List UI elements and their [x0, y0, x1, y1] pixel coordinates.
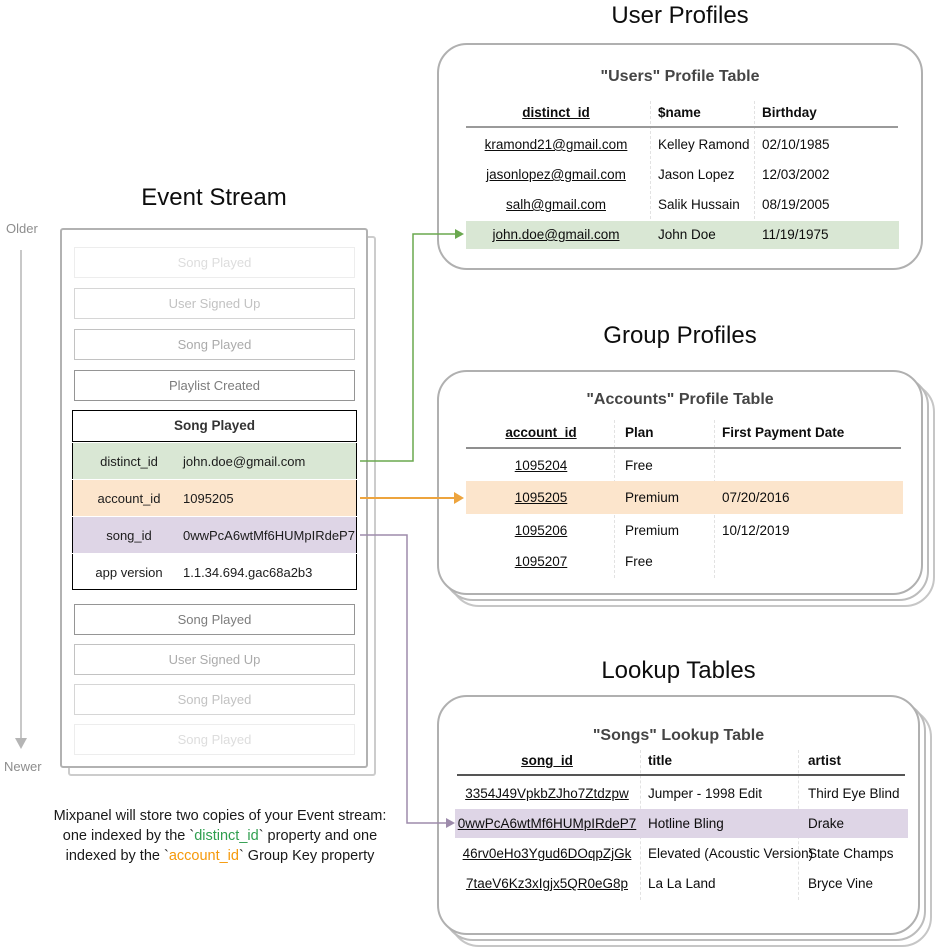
- event-box: Song Played: [74, 604, 355, 635]
- property-value: 1.1.34.694.gac68a2b3: [183, 565, 313, 580]
- table-cell: John Doe: [658, 227, 716, 242]
- column-separator: [754, 101, 755, 249]
- accounts-col-account-id: account_id: [505, 425, 577, 440]
- accounts-col-first-payment-date: First Payment Date: [722, 425, 845, 440]
- table-cell: 1095204: [514, 458, 568, 473]
- songs-col-song-id: song_id: [521, 753, 573, 768]
- property-key: song_id: [106, 528, 152, 543]
- table-cell: john.doe@gmail.com: [492, 227, 620, 242]
- distinct-id-highlight: distinct_id: [194, 828, 259, 844]
- account-id-highlight: account_id: [168, 848, 239, 864]
- footnote-line1: Mixpanel will store two copies of your E…: [53, 808, 387, 824]
- table-cell: Jumper - 1998 Edit: [648, 786, 763, 801]
- users-highlighted-row: [466, 221, 899, 249]
- table-cell: La La Land: [648, 876, 716, 891]
- table-cell: 46rv0eHo3Ygud6DOqpZjGk: [462, 846, 632, 861]
- event-box: Song Played: [74, 329, 355, 360]
- property-value: 0wwPcA6wtMf6HUMpIRdeP7: [183, 528, 355, 543]
- table-cell: jasonlopez@gmail.com: [486, 167, 626, 182]
- table-cell: Salik Hussain: [658, 197, 740, 212]
- table-cell: Free: [625, 554, 653, 569]
- songs-col-title: title: [648, 753, 673, 768]
- songs-highlighted-row: [455, 809, 908, 838]
- event-box: Song Played: [74, 247, 355, 278]
- group-profiles-title: Group Profiles: [603, 322, 757, 349]
- users-header-rule: [466, 126, 898, 128]
- property-value: john.doe@gmail.com: [183, 454, 306, 469]
- table-cell: 0wwPcA6wtMf6HUMpIRdeP7: [457, 816, 637, 831]
- accounts-header-rule: [466, 447, 901, 449]
- table-cell: Drake: [808, 816, 845, 831]
- newer-label: Newer: [4, 759, 42, 774]
- songs-header-rule: [457, 774, 905, 776]
- table-cell: 11/19/1975: [762, 227, 829, 242]
- table-cell: Hotline Bling: [648, 816, 724, 831]
- table-cell: Third Eye Blind: [808, 786, 900, 801]
- accounts-col-plan: Plan: [625, 425, 654, 440]
- property-key: app version: [95, 565, 163, 580]
- event-property-row-song-id: song_id 0wwPcA6wtMf6HUMpIRdeP7: [72, 517, 357, 553]
- table-cell: State Champs: [808, 846, 894, 861]
- column-separator: [650, 101, 651, 249]
- table-cell: 1095206: [514, 523, 568, 538]
- event-property-row-account-id: account_id 1095205: [72, 480, 357, 516]
- table-cell: 1095207: [514, 554, 568, 569]
- property-key: distinct_id: [100, 454, 158, 469]
- songs-col-artist: artist: [808, 753, 842, 768]
- users-col-name: $name: [658, 105, 701, 120]
- event-property-row-app-version: app version 1.1.34.694.gac68a2b3: [72, 554, 357, 590]
- table-cell: 7taeV6Kz3xIgjx5QR0eG8p: [465, 876, 629, 891]
- event-box: Playlist Created: [74, 370, 355, 401]
- event-box: Song Played: [74, 684, 355, 715]
- event-box: User Signed Up: [74, 288, 355, 319]
- table-cell: Bryce Vine: [808, 876, 874, 891]
- table-cell: 1095205: [514, 490, 568, 505]
- event-property-row-distinct-id: distinct_id john.doe@gmail.com: [72, 443, 357, 479]
- older-label: Older: [6, 221, 38, 236]
- table-cell: Premium: [625, 523, 680, 538]
- table-cell: kramond21@gmail.com: [484, 137, 628, 152]
- table-cell: Jason Lopez: [658, 167, 735, 182]
- event-stream-title: Event Stream: [141, 184, 287, 211]
- accounts-highlighted-row: [466, 481, 903, 514]
- footnote: Mixpanel will store two copies of your E…: [53, 808, 387, 864]
- users-col-birthday: Birthday: [762, 105, 817, 120]
- table-cell: 3354J49VpkbZJho7Ztdzpw: [465, 786, 629, 801]
- event-box: User Signed Up: [74, 644, 355, 675]
- lookup-tables-title: Lookup Tables: [601, 657, 756, 684]
- table-cell: Free: [625, 458, 653, 473]
- timeline-down-arrow-icon: [15, 250, 27, 749]
- table-cell: 10/12/2019: [722, 523, 790, 538]
- accounts-table-title: "Accounts" Profile Table: [586, 391, 774, 408]
- property-key: account_id: [97, 491, 161, 506]
- table-cell: 08/19/2005: [762, 197, 830, 212]
- table-cell: 02/10/1985: [762, 137, 830, 152]
- table-cell: Kelley Ramond: [658, 137, 750, 152]
- table-cell: Elevated (Acoustic Version): [648, 846, 814, 861]
- event-box: Song Played: [74, 724, 355, 755]
- table-cell: Premium: [625, 490, 680, 505]
- table-cell: 12/03/2002: [762, 167, 830, 182]
- table-cell: 07/20/2016: [722, 490, 790, 505]
- expanded-event-card: Song Played distinct_id john.doe@gmail.c…: [72, 410, 357, 590]
- property-value: 1095205: [183, 491, 234, 506]
- user-profiles-title: User Profiles: [611, 2, 749, 29]
- users-col-distinct-id: distinct_id: [522, 105, 590, 120]
- songs-table-title: "Songs" Lookup Table: [592, 727, 765, 744]
- expanded-event-name: Song Played: [72, 410, 357, 442]
- table-cell: salh@gmail.com: [506, 197, 606, 212]
- users-table-title: "Users" Profile Table: [600, 68, 760, 85]
